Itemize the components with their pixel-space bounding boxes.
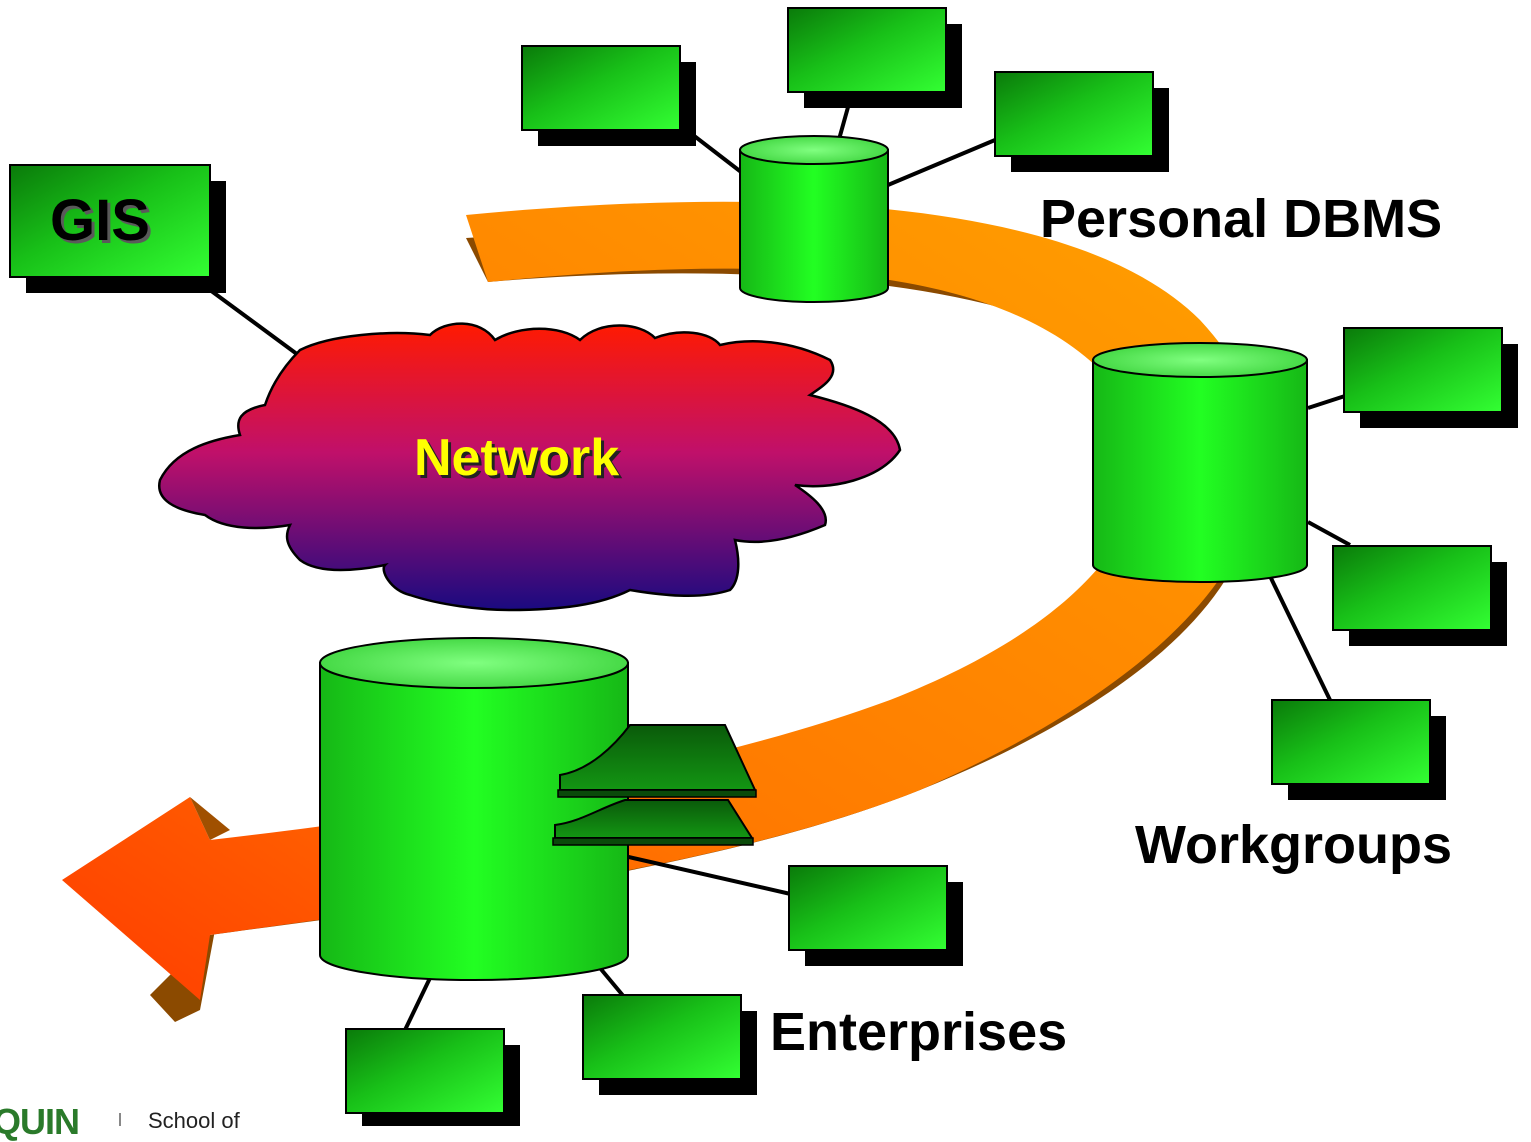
personal-dbms-label: Personal DBMS: [1040, 189, 1443, 249]
workstation-boxes: [9, 7, 1518, 1129]
workstation-box: [994, 71, 1169, 172]
workgroups-cylinder: [1092, 342, 1308, 583]
network-cloud: [157, 322, 902, 612]
workstation-box: [521, 45, 696, 146]
workgroups-label: Workgroups: [1135, 815, 1453, 875]
workstation-box: [1271, 699, 1446, 800]
evolution-arrow: [62, 201, 1262, 1023]
network-label: Network: [414, 429, 620, 487]
workstation-box: [788, 865, 963, 966]
workstation-box: [1343, 327, 1518, 428]
logo-wordmark: NQUIN: [0, 1101, 80, 1142]
personal-dbms-cylinder: [739, 135, 889, 303]
workstation-box: [345, 1028, 520, 1129]
workstation-box: [582, 994, 757, 1095]
platter-upper-edge: [557, 789, 757, 798]
arrow-band: [62, 201, 1262, 1001]
arrow-head-edge: [190, 797, 230, 840]
enterprises-label: Enterprises: [770, 1002, 1068, 1062]
logo-school-text: School of: [148, 1108, 240, 1133]
workstation-box: [787, 7, 962, 108]
gis-box: [9, 164, 226, 293]
workstation-box: [1332, 545, 1507, 646]
gis-label: GIS: [50, 188, 150, 253]
platter-lower-edge: [552, 837, 754, 846]
enterprises-cylinder: [319, 637, 757, 981]
